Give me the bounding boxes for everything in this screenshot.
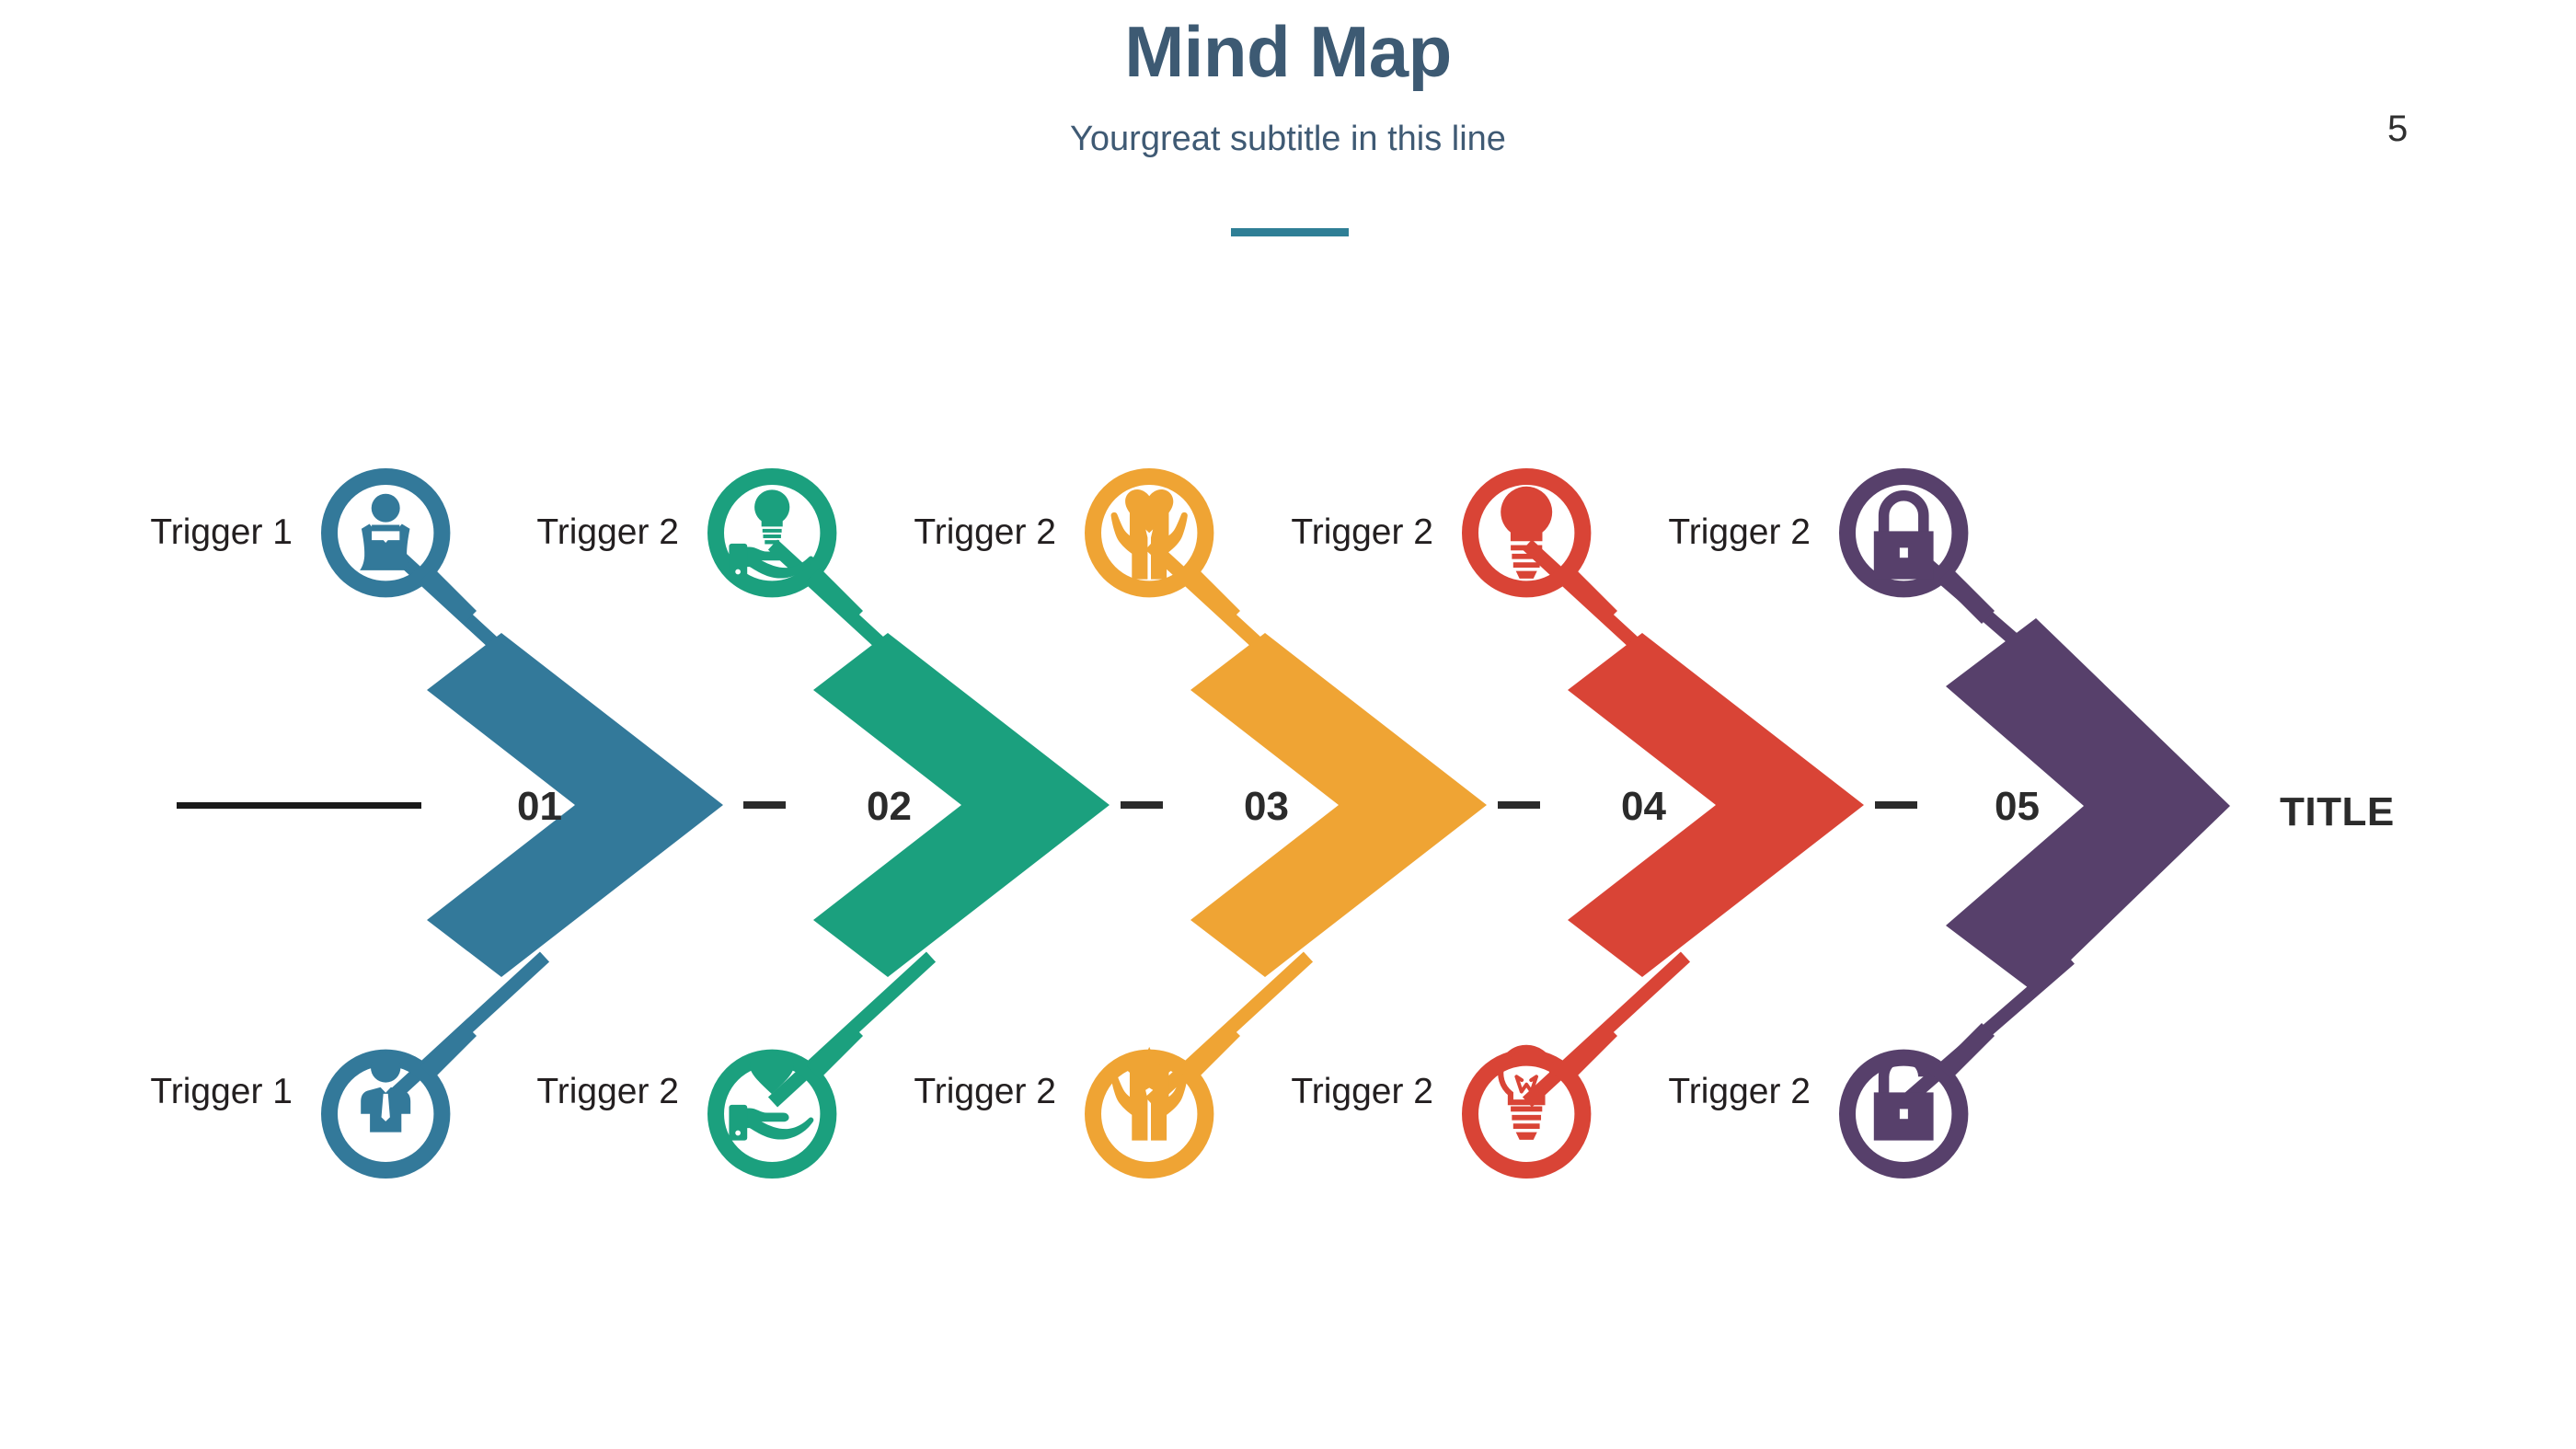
title-underline-rule — [1231, 228, 1349, 236]
label-step-01-bottom: Trigger 1 — [150, 1072, 293, 1111]
step-number-03: 03 — [1244, 784, 1289, 829]
chevron-connectors — [743, 801, 1917, 809]
page-title: Mind Map — [1124, 11, 1452, 92]
badge-step-05-top[interactable] — [1847, 477, 1988, 617]
label-step-04-top: Trigger 2 — [1291, 512, 1433, 552]
step-number-01: 01 — [517, 784, 562, 829]
badge-step-04-top[interactable] — [1470, 477, 1611, 617]
lead-in-rule — [177, 802, 421, 809]
diagram-end-title: TITLE — [2280, 789, 2395, 834]
label-step-02-top: Trigger 2 — [536, 512, 679, 552]
chevron-step-02[interactable] — [813, 633, 1110, 977]
label-step-03-bottom: Trigger 2 — [914, 1072, 1056, 1111]
badge-step-03-top[interactable] — [1093, 477, 1234, 617]
badge-step-04-bottom[interactable] — [1470, 1029, 1611, 1170]
connector-dash — [743, 801, 786, 809]
label-step-04-bottom: Trigger 2 — [1291, 1072, 1433, 1111]
badge-step-02-top[interactable] — [716, 477, 857, 617]
label-step-05-bottom: Trigger 2 — [1668, 1072, 1811, 1111]
badge-step-01-bottom[interactable] — [329, 1029, 470, 1170]
label-step-01-top: Trigger 1 — [150, 512, 293, 552]
page-number: 5 — [2387, 109, 2409, 149]
step-number-04: 04 — [1621, 784, 1666, 829]
chevron-step-05[interactable] — [1946, 618, 2230, 994]
connector-dash — [1875, 801, 1917, 809]
connector-dash — [1498, 801, 1540, 809]
chevron-step-04[interactable] — [1568, 633, 1864, 977]
badge-step-02-bottom[interactable] — [716, 1029, 857, 1170]
badge-step-03-bottom[interactable] — [1093, 1029, 1234, 1170]
chevron-step-03[interactable] — [1190, 633, 1487, 977]
page-subtitle: Yourgreat subtitle in this line — [1070, 120, 1506, 158]
label-step-02-bottom: Trigger 2 — [536, 1072, 679, 1111]
badge-step-01-top[interactable] — [329, 477, 470, 617]
step-number-05: 05 — [1995, 784, 2040, 829]
step-number-02: 02 — [867, 784, 912, 829]
label-step-05-top: Trigger 2 — [1668, 512, 1811, 552]
badge-step-05-bottom[interactable] — [1847, 1029, 1988, 1170]
connector-dash — [1121, 801, 1163, 809]
label-step-03-top: Trigger 2 — [914, 512, 1056, 552]
chevron-step-01[interactable] — [427, 633, 723, 977]
